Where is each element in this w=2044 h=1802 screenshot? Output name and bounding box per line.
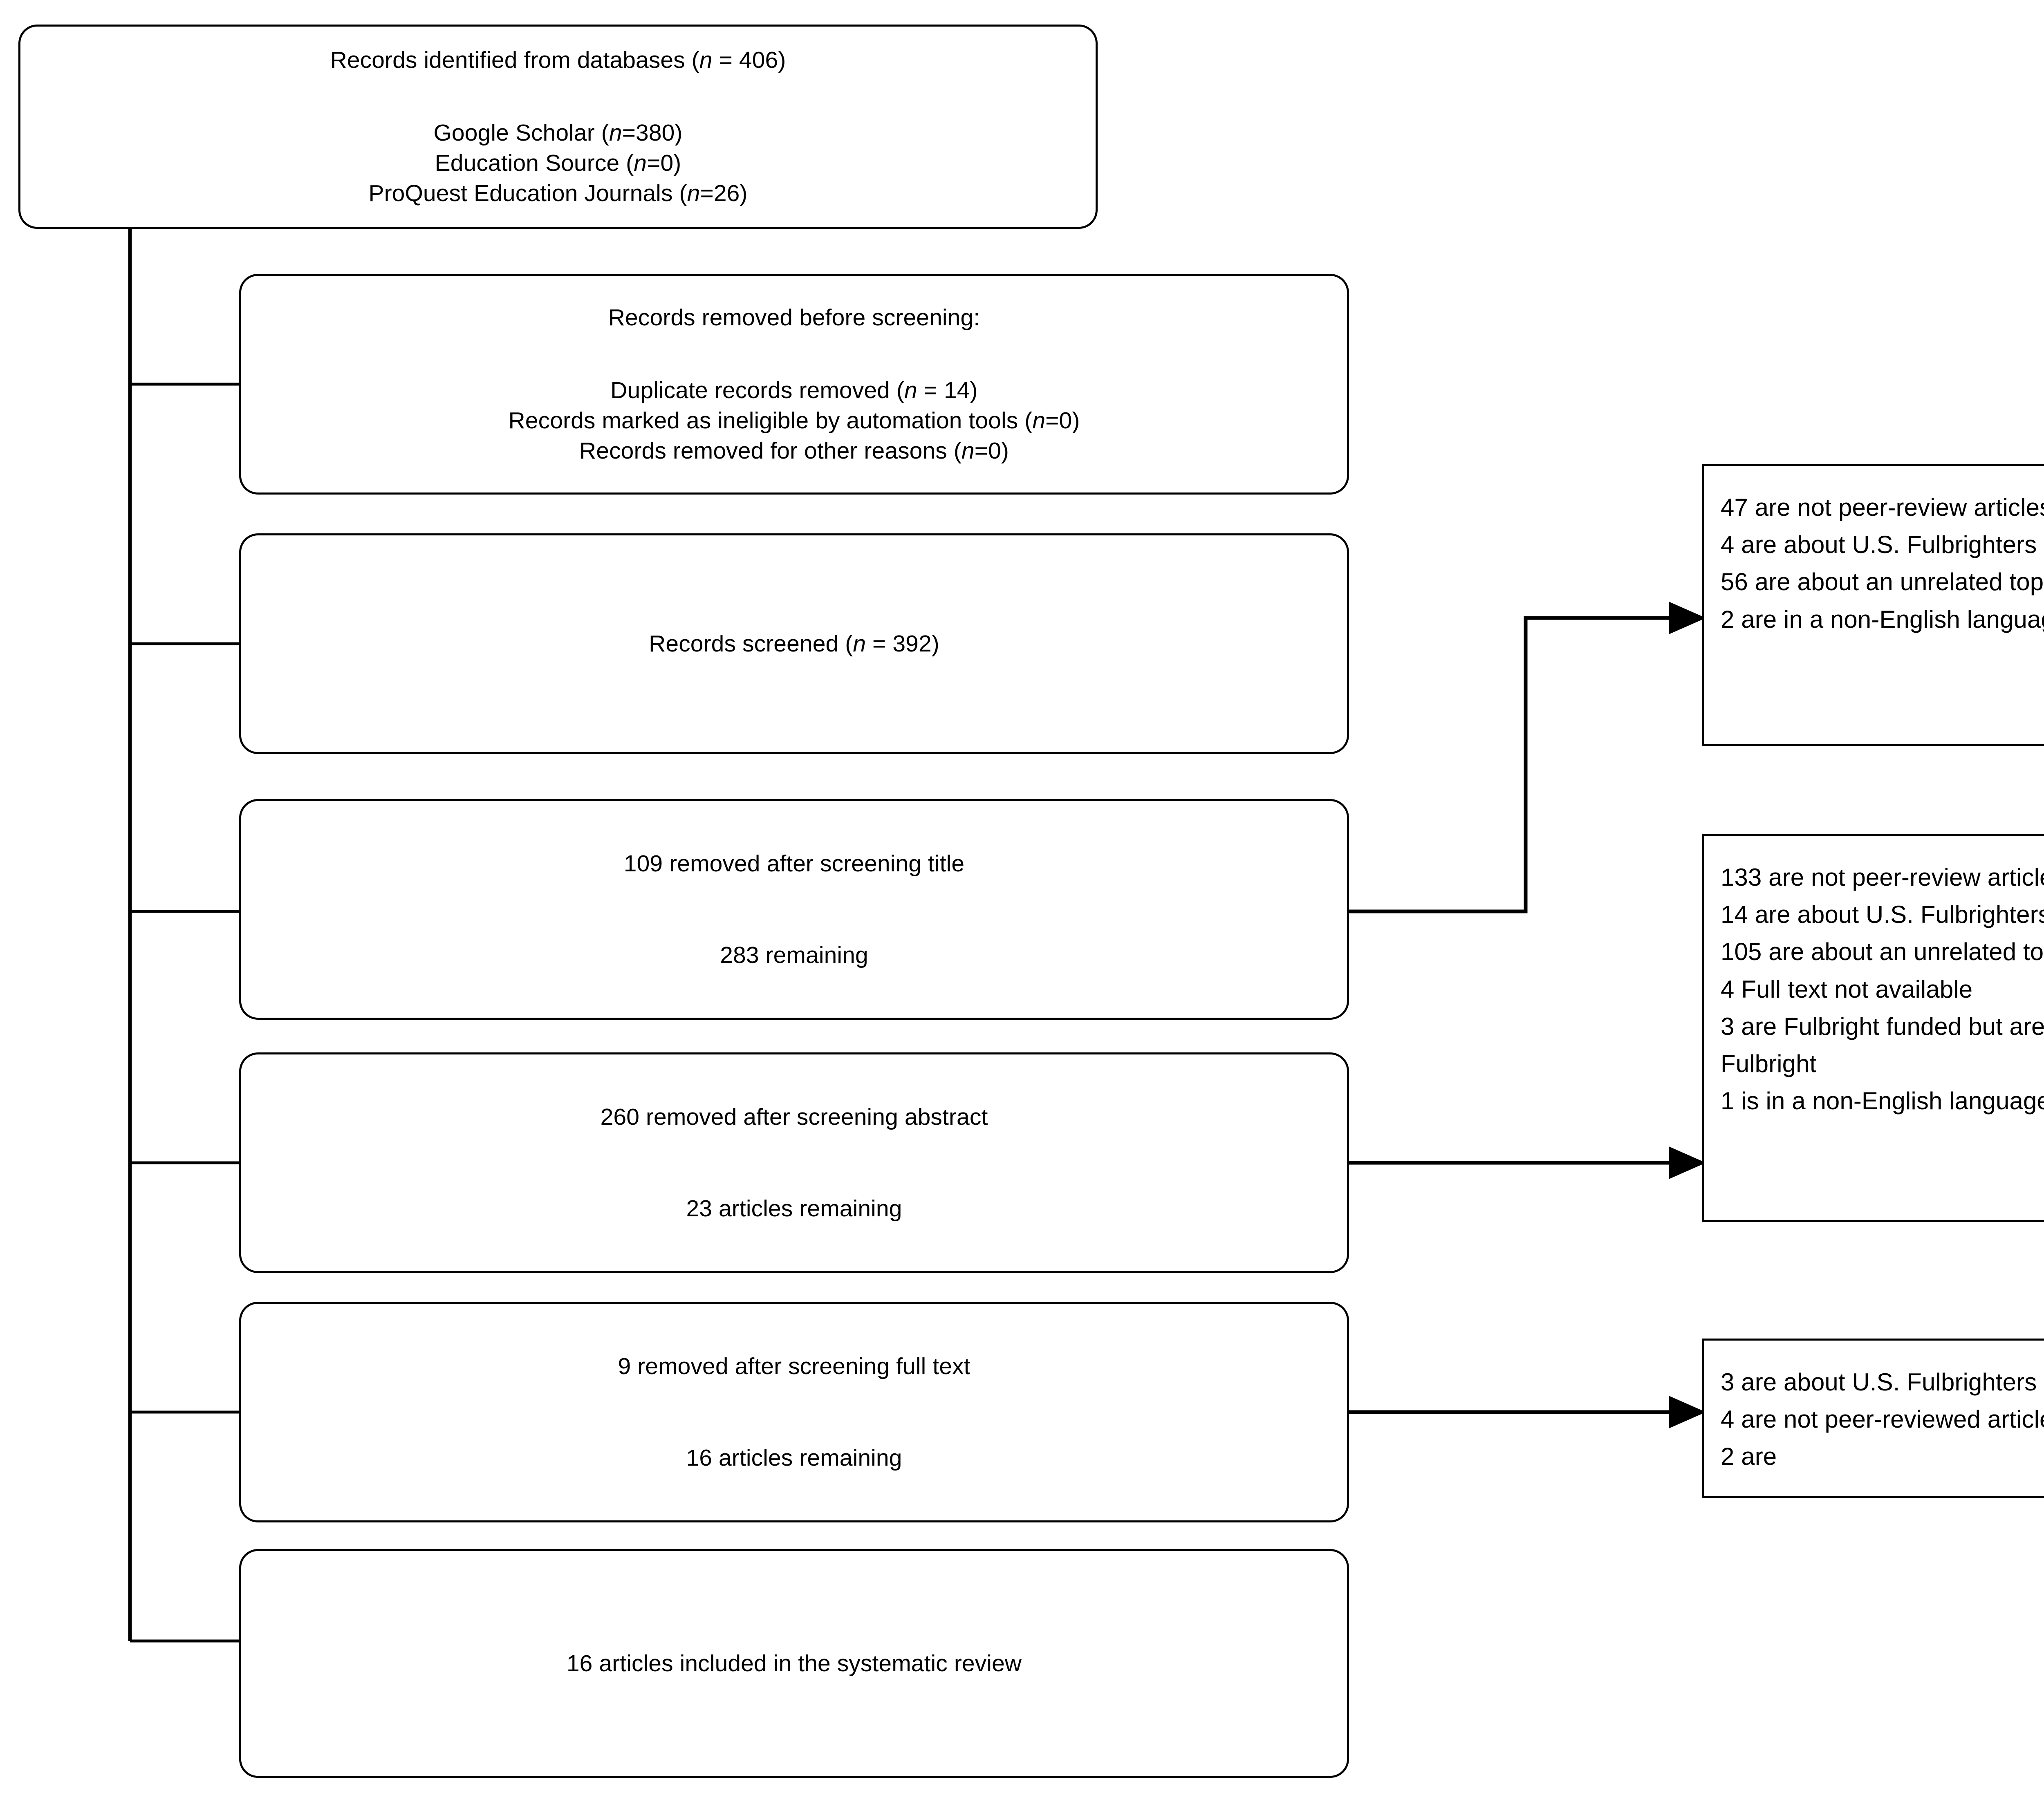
identification-source-proquest: ProQuest Education Journals (n=26)	[368, 180, 748, 207]
included-box: 16 articles included in the systematic r…	[239, 1549, 1349, 1778]
abstract-screening-removed: 260 removed after screening abstract	[600, 1104, 988, 1130]
exclusion-abstract-line-4: 4 Full text not available	[1721, 975, 1973, 1003]
exclusions-fulltext-panel: 3 are about U.S. Fulbrighters 4 are not …	[1702, 1339, 2044, 1498]
exclusion-abstract-line-6: Fulbright	[1721, 1050, 1817, 1077]
records-screened-box: Records screened (n = 392)	[239, 533, 1349, 754]
identification-source-google-scholar: Google Scholar (n=380)	[433, 119, 683, 146]
exclusion-abstract-line-7: 1 is in a non-English language	[1721, 1087, 2044, 1115]
identification-source-education-source: Education Source (n=0)	[435, 150, 681, 176]
removed-reason-duplicates: Duplicate records removed (n = 14)	[610, 377, 978, 403]
fulltext-screening-removed: 9 removed after screening full text	[618, 1353, 970, 1379]
removed-reason-other: Records removed for other reasons (n=0)	[579, 438, 1009, 464]
abstract-screening-box: 260 removed after screening abstract 23 …	[239, 1052, 1349, 1273]
records-removed-before-screening-box: Records removed before screening: Duplic…	[239, 274, 1349, 495]
exclusion-abstract-line-2: 14 are about U.S. Fulbrighters (not visi…	[1721, 901, 2044, 929]
exclusion-fulltext-line-1: 3 are about U.S. Fulbrighters	[1721, 1368, 2037, 1396]
identification-title: Records identified from databases (n = 4…	[330, 47, 786, 73]
fulltext-screening-box: 9 removed after screening full text 16 a…	[239, 1302, 1349, 1522]
exclusions-title-panel: 47 are not peer-review articles, dissert…	[1702, 464, 2044, 746]
title-screening-box: 109 removed after screening title 283 re…	[239, 799, 1349, 1020]
exclusion-title-line-1: 47 are not peer-review articles, dissert…	[1721, 494, 2044, 521]
title-screening-removed: 109 removed after screening title	[623, 850, 965, 877]
exclusion-title-line-4: 2 are in a non-English language	[1721, 605, 2044, 633]
removed-reason-automation-tools: Records marked as ineligible by automati…	[508, 407, 1080, 434]
records-screened-label: Records screened (n = 392)	[649, 630, 939, 657]
fulltext-screening-remaining: 16 articles remaining	[686, 1445, 902, 1471]
abstract-screening-remaining: 23 articles remaining	[686, 1195, 902, 1222]
exclusion-abstract-line-3: 105 are about an unrelated topic (not ed…	[1721, 938, 2044, 966]
included-label: 16 articles included in the systematic r…	[566, 1650, 1022, 1677]
title-screening-remaining: 283 remaining	[720, 942, 868, 968]
exclusion-fulltext-line-2: 4 are not peer-reviewed articles, disser…	[1721, 1406, 2044, 1433]
exclusion-abstract-line-5: 3 are Fulbright funded but are not resea…	[1721, 1012, 2044, 1040]
exclusions-abstract-panel: 133 are not peer-review articles, disser…	[1702, 834, 2044, 1222]
exclusion-title-line-2: 4 are about U.S. Fulbrighters (not visit…	[1721, 531, 2044, 559]
exclusion-title-line-3: 56 are about an unrelated topic (not edu…	[1721, 568, 2044, 596]
exclusion-abstract-line-1: 133 are not peer-review articles, disser…	[1721, 864, 2044, 891]
identification-box: Records identified from databases (n = 4…	[18, 25, 1098, 229]
removed-before-screening-title: Records removed before screening:	[608, 304, 980, 331]
exclusion-fulltext-line-3: 2 are	[1721, 1443, 1777, 1471]
